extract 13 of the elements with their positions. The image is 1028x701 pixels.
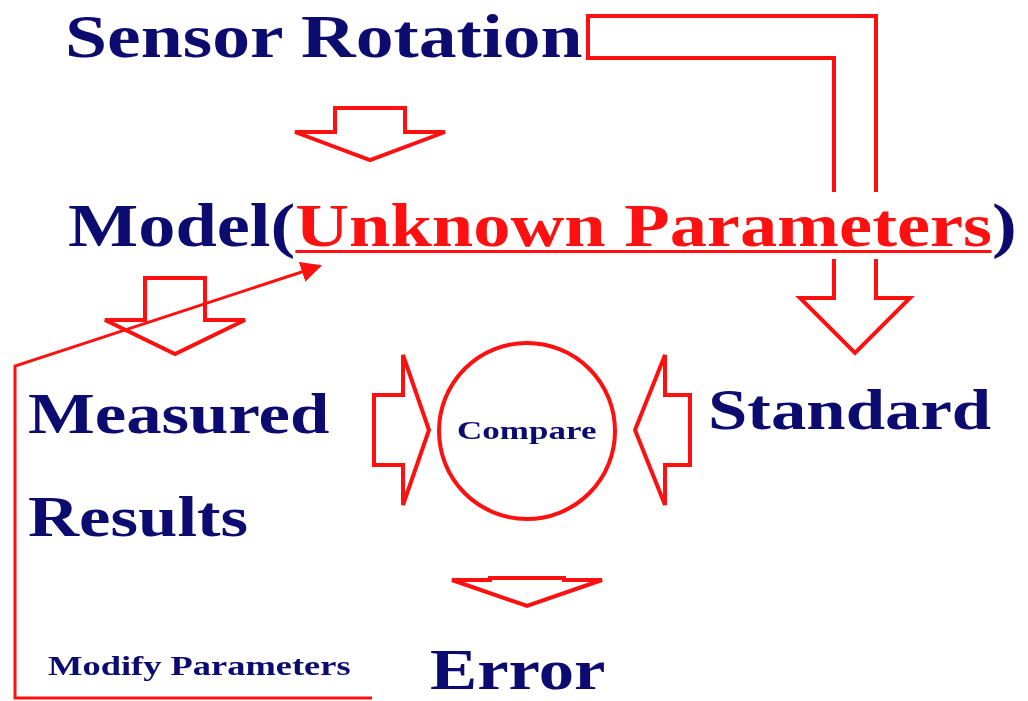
input-text: Measured Results [28,380,331,552]
title-text: Sensor Rotation [65,2,584,71]
block-arrow [103,276,247,357]
result-text: Error [430,638,607,701]
compare-label: Compare [457,417,597,445]
block-arrow [450,576,604,609]
feedback-arrow [13,261,372,700]
block-arrow [293,106,447,163]
compare-circle [437,341,617,521]
block-arrow [632,353,692,507]
highlighted-text: Unknown Parameters [295,192,992,259]
output-text: Standard [708,378,993,442]
block-arrow [372,353,432,507]
